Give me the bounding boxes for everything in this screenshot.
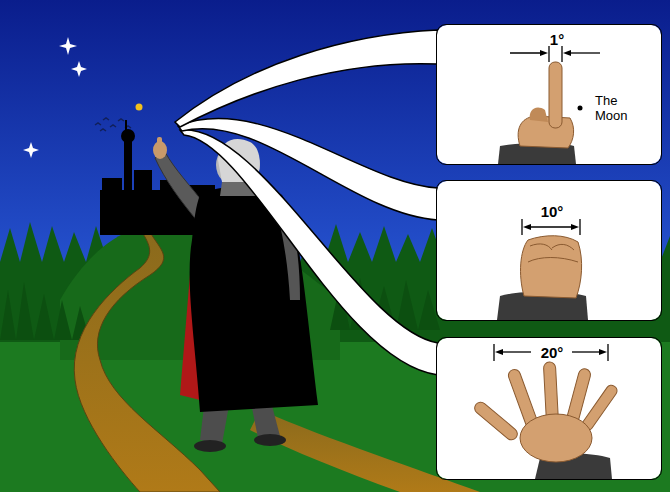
panel-grounds [437,25,661,479]
moon-dot-small [578,106,583,111]
callout-tails [175,30,438,375]
man-figure [153,137,318,452]
callout-panel: 20° [436,337,662,480]
finger-hand [498,62,576,164]
stars [23,37,87,158]
angle-label: 10° [541,203,564,220]
callout-panel: 10° [436,180,662,321]
spread-hand [472,362,619,479]
moon-dot [136,104,143,111]
twenty-degree-marks [494,344,608,361]
one-degree-marks [510,46,600,62]
ten-degree-marks [522,219,580,235]
birds [95,118,131,131]
angle-label: 20° [541,344,564,361]
moon-label: The Moon [595,94,643,124]
angle-label: 1° [550,31,564,48]
fist-hand [497,236,588,320]
callout-panel: 1° The Moon [436,24,662,165]
